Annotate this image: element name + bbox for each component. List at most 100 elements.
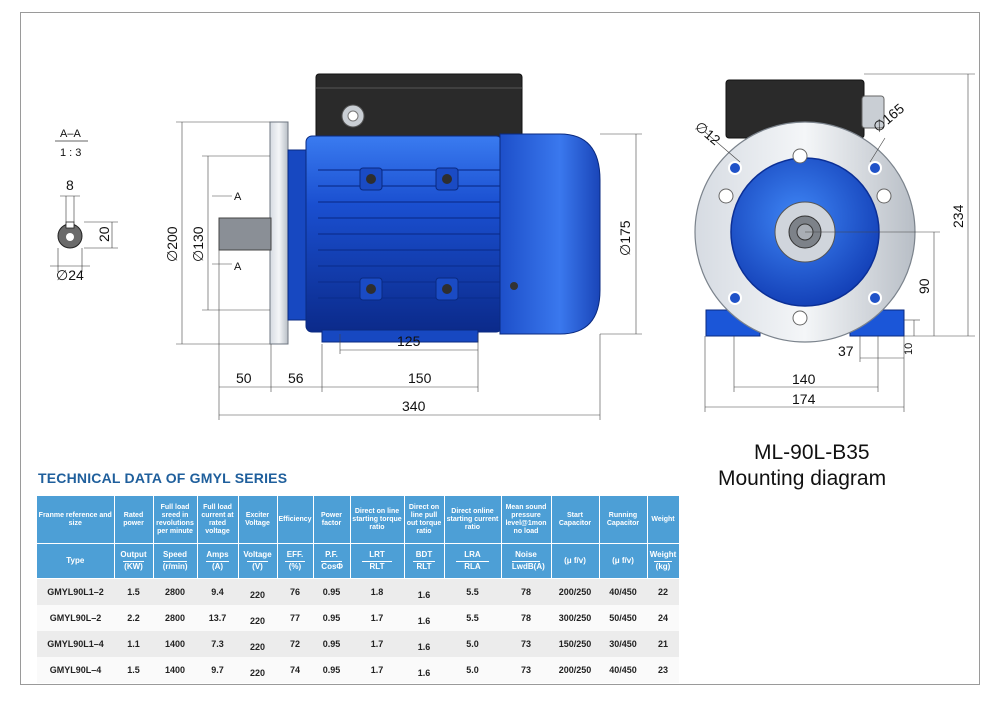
unit-header-cell: Weight(kg) <box>647 543 680 579</box>
header-cell: Direct online starting current ratio <box>444 496 502 544</box>
table-cell: 2800 <box>153 605 197 631</box>
table-title: TECHNICAL DATA OF GMYL SERIES <box>38 470 288 486</box>
header-cell: Exciter Voltage <box>238 496 278 544</box>
dim-flange-diameter: ∅200 <box>164 226 180 262</box>
table-cell: 73 <box>501 657 551 683</box>
unit-header-cell: Speed(r/min) <box>153 543 198 579</box>
unit-header-cell: (μ f/v) <box>599 543 648 579</box>
unit-header-cell: Type <box>37 543 115 579</box>
header-cell: Start Capacitor <box>551 496 600 544</box>
section-label-top: A–A <box>60 128 81 140</box>
table-cell: 1400 <box>153 657 197 683</box>
table-cell: 1.6 <box>404 631 444 657</box>
table-cell: 1.6 <box>404 657 444 683</box>
table-cell: 1.7 <box>350 631 404 657</box>
drawing-frame <box>20 12 980 685</box>
dim-shaft-diameter: ∅24 <box>56 267 84 283</box>
table-cell: 30/450 <box>599 631 647 657</box>
table-cell: 0.95 <box>313 631 350 657</box>
section-mark-bottom: A <box>234 261 242 273</box>
header-cell: Power factor <box>313 496 351 544</box>
table-cell: 77 <box>277 605 313 631</box>
table-cell: 7.3 <box>197 631 238 657</box>
table-cell: 1.1 <box>114 631 153 657</box>
table-cell: 76 <box>277 578 313 605</box>
table-cell: 1.8 <box>350 578 404 605</box>
table-cell: 220 <box>238 578 277 605</box>
header-cell: Direct on line starting torque ratio <box>350 496 405 544</box>
section-label-bottom: 1 : 3 <box>60 147 81 159</box>
mounting-drawing: A–A 1 : 3 8 20 ∅24 <box>50 73 975 420</box>
drawing-subtitle: Mounting diagram <box>718 467 887 490</box>
table-cell: 9.4 <box>197 578 238 605</box>
table-cell: 2.2 <box>114 605 153 631</box>
section-mark-top: A <box>234 191 242 203</box>
table-cell: 22 <box>647 578 679 605</box>
table-cell: 300/250 <box>551 605 599 631</box>
table-cell: 74 <box>277 657 313 683</box>
table-cell: 200/250 <box>551 657 599 683</box>
model-number: ML-90L-B35 <box>754 441 870 464</box>
table-cell: GMYL90L1–2 <box>37 578 114 605</box>
table-cell: 1.5 <box>114 578 153 605</box>
table-cell: 72 <box>277 631 313 657</box>
table-cell: 78 <box>501 578 551 605</box>
dim-key-height: 20 <box>96 226 112 242</box>
header-cell: Franme reference and size <box>37 496 115 544</box>
dim-body-diameter: ∅175 <box>617 220 633 256</box>
header-cell: Efficiency <box>277 496 314 544</box>
dim-foot-hole-spacing: 140 <box>792 371 816 387</box>
unit-header-cell: (μ f/v) <box>551 543 600 579</box>
table-cell: 1.5 <box>114 657 153 683</box>
table-cell: 0.95 <box>313 605 350 631</box>
table-cell: 73 <box>501 631 551 657</box>
table-cell: 150/250 <box>551 631 599 657</box>
unit-header-cell: P.F.CosΦ <box>313 543 351 579</box>
table-cell: 78 <box>501 605 551 631</box>
dim-foot-bolt-spacing: 125 <box>397 333 421 349</box>
table-cell: 40/450 <box>599 578 647 605</box>
side-view: ∅200 ∅130 ∅175 A A 125 50 56 150 340 <box>164 73 642 420</box>
table-cell: 13.7 <box>197 605 238 631</box>
table-cell: 50/450 <box>599 605 647 631</box>
dim-total-height: 234 <box>950 204 966 228</box>
table-cell: 24 <box>647 605 679 631</box>
cable-gland-end <box>861 95 885 129</box>
table-cell: GMYL90L1–4 <box>37 631 114 657</box>
table-cell: 1400 <box>153 631 197 657</box>
header-cell: Rated power <box>114 496 154 544</box>
header-cell: Direct on line pull out torque ratio <box>404 496 445 544</box>
table-cell: 200/250 <box>551 578 599 605</box>
terminal-box <box>315 73 523 139</box>
table-cell: 1.6 <box>404 578 444 605</box>
header-cell: Full load sreed in revolutions per minut… <box>153 496 198 544</box>
table-cell: GMYL90L–2 <box>37 605 114 631</box>
table-cell: 5.5 <box>444 578 501 605</box>
dim-flange-to-foot: 56 <box>288 370 304 386</box>
table-cell: 9.7 <box>197 657 238 683</box>
table-cell: 5.0 <box>444 657 501 683</box>
table-cell: GMYL90L–4 <box>37 657 114 683</box>
table-cell: 220 <box>238 605 277 631</box>
header-cell: Full load current at rated voltage <box>197 496 239 544</box>
table-cell: 1.7 <box>350 605 404 631</box>
dim-shaft-length: 50 <box>236 370 252 386</box>
table-cell: 5.0 <box>444 631 501 657</box>
unit-header-cell: Voltage(V) <box>238 543 278 579</box>
dim-foot-span: 150 <box>408 370 432 386</box>
dim-total-length: 340 <box>402 398 426 414</box>
table-cell: 5.5 <box>444 605 501 631</box>
table-cell: 0.95 <box>313 657 350 683</box>
dim-shaft-height: 90 <box>916 278 932 294</box>
dim-foot-edge: 37 <box>838 343 854 359</box>
table-cell: 220 <box>238 631 277 657</box>
table-cell: 2800 <box>153 578 197 605</box>
